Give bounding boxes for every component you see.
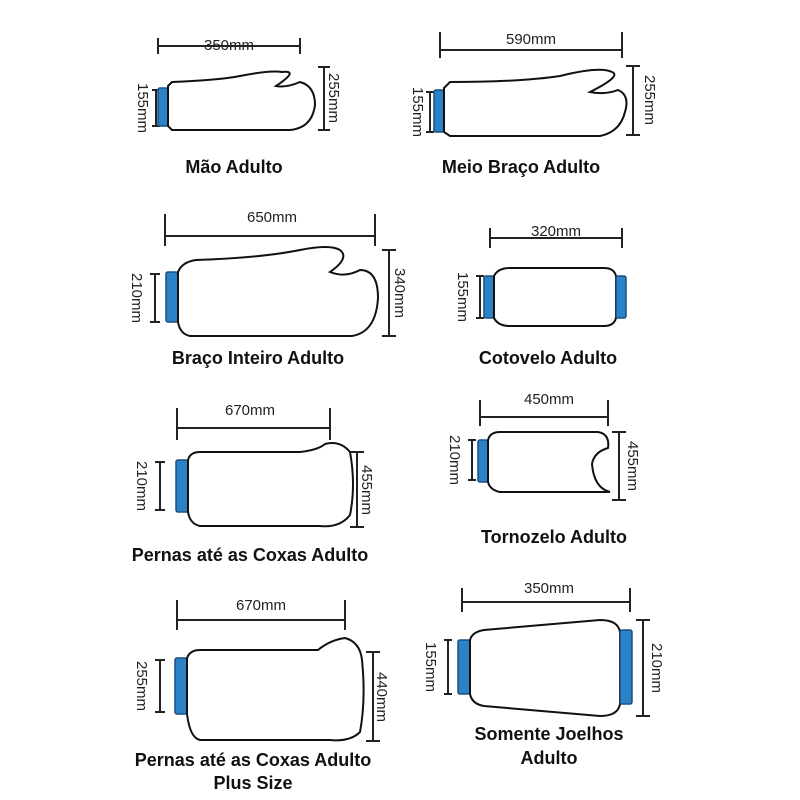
opening-label: 210mm — [446, 435, 463, 485]
length-label: 450mm — [524, 391, 574, 408]
product-name-line1: Pernas até as Coxas Adulto — [135, 750, 371, 770]
product-cotovelo-adulto: 320mm 155mm Cotovelo Adulto — [454, 223, 627, 368]
ankle-shape — [487, 431, 611, 493]
opening-label: 210mm — [133, 461, 150, 511]
product-meio-braco-adulto: 590mm 155mm 255mm Meio Braço Adulto — [409, 31, 658, 177]
height-label: 210mm — [648, 643, 665, 693]
product-name-line2: Plus Size — [213, 773, 292, 793]
product-name: Mão Adulto — [185, 157, 282, 177]
length-label: 350mm — [204, 37, 254, 54]
cuff — [477, 439, 489, 483]
opening-label: 155mm — [422, 642, 439, 692]
product-name-line1: Somente Joelhos — [474, 724, 623, 744]
cuff — [433, 89, 445, 133]
product-pernas-coxas-plus-size: 670mm 255mm 440mm Pernas até as Coxas Ad… — [133, 597, 390, 793]
cuff-left — [457, 639, 471, 695]
cuff — [174, 657, 188, 715]
opening-label: 155mm — [409, 87, 426, 137]
length-label: 590mm — [506, 31, 556, 48]
product-somente-joelhos-adulto: 350mm 155mm 210mm Somente Joelhos Adulto — [422, 580, 665, 768]
thigh-leg-shape — [187, 442, 354, 528]
height-label: 255mm — [325, 73, 342, 123]
length-label: 650mm — [247, 209, 297, 226]
length-label: 320mm — [531, 223, 581, 240]
product-tornozelo-adulto: 450mm 210mm 455mm Tornozelo Adulto — [446, 391, 641, 547]
product-name: Braço Inteiro Adulto — [172, 348, 344, 368]
product-name: Cotovelo Adulto — [479, 348, 617, 368]
thigh-leg-plus-shape — [186, 636, 365, 742]
product-name: Meio Braço Adulto — [442, 157, 600, 177]
length-label: 350mm — [524, 580, 574, 597]
height-label: 255mm — [641, 75, 658, 125]
knee-shape — [469, 618, 621, 718]
opening-label: 210mm — [128, 273, 145, 323]
product-name: Pernas até as Coxas Adulto — [132, 545, 368, 565]
half-arm-shape — [443, 68, 628, 137]
glove-shape — [167, 70, 317, 131]
opening-label: 155mm — [454, 272, 471, 322]
cuff — [165, 271, 179, 323]
elbow-shape — [493, 267, 617, 327]
length-label: 670mm — [225, 402, 275, 419]
height-label: 440mm — [373, 672, 390, 722]
product-name: Tornozelo Adulto — [481, 527, 627, 547]
cuff-right — [615, 275, 627, 319]
length-label: 670mm — [236, 597, 286, 614]
product-mao-adulto: 350mm 155mm 255mm Mão Adulto — [134, 37, 342, 177]
cuff — [175, 459, 189, 513]
cuff-left — [483, 275, 495, 319]
product-name-line2: Adulto — [521, 748, 578, 768]
full-arm-shape — [177, 246, 380, 337]
opening-label: 255mm — [133, 661, 150, 711]
height-label: 340mm — [391, 268, 408, 318]
cuff-right — [619, 629, 633, 705]
cuff — [157, 87, 169, 127]
height-label: 455mm — [358, 465, 375, 515]
product-pernas-coxas-adulto: 670mm 210mm 455mm Pernas até as Coxas Ad… — [132, 402, 375, 565]
product-braco-inteiro-adulto: 650mm 210mm 340mm Braço Inteiro Adulto — [128, 209, 408, 368]
opening-label: 155mm — [134, 83, 151, 133]
height-label: 455mm — [624, 441, 641, 491]
